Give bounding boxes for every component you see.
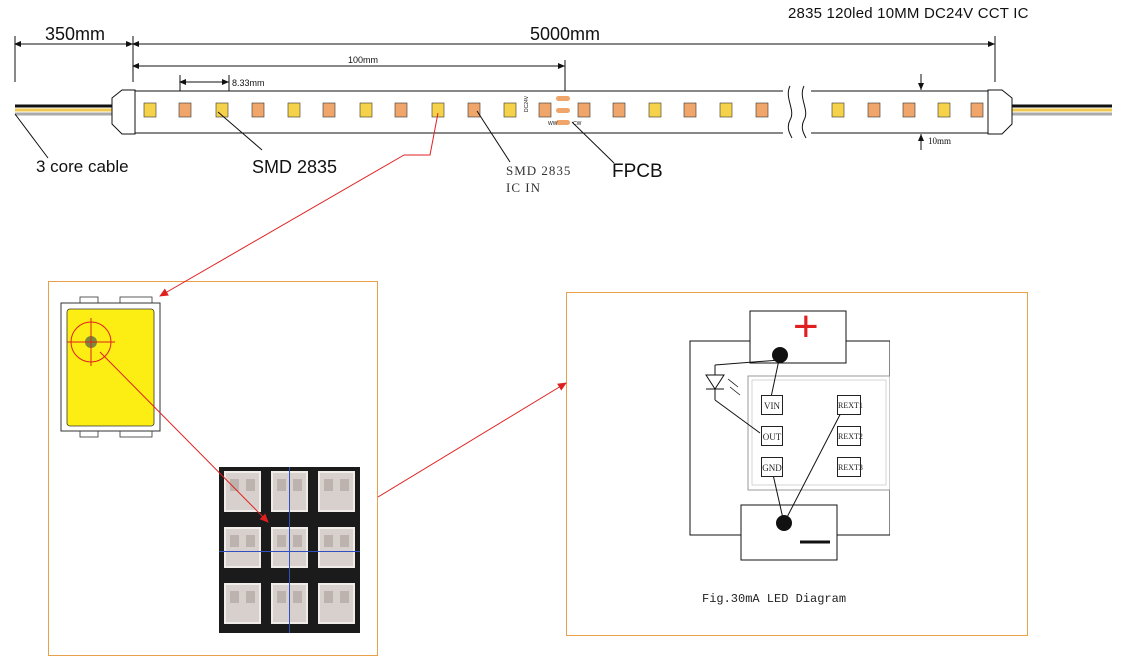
lead-length-label: 350mm: [45, 24, 106, 44]
solder-pads: [556, 96, 570, 125]
right-cable: [1010, 104, 1112, 116]
width-label: 10mm: [928, 136, 952, 146]
pin-gnd: GND: [761, 457, 783, 477]
smd-ic-leader: [476, 110, 511, 163]
cable-leader: [14, 113, 49, 159]
arrow-to-package: [159, 154, 405, 297]
pin-out: OUT: [761, 426, 783, 446]
plus-symbol: +: [793, 302, 819, 351]
smd-2835-package: [60, 296, 161, 438]
smd-ic-label-1: SMD 2835: [506, 163, 572, 178]
strip-length-label: 5000mm: [530, 24, 601, 44]
fpcb-label: FPCB: [612, 161, 663, 182]
cable-label: 3 core cable: [36, 157, 129, 176]
arrow-to-circuit: [377, 382, 567, 498]
arrow-to-photo: [99, 351, 269, 523]
left-cable: [15, 104, 112, 116]
smd-ic-label-2: IC IN: [506, 180, 541, 195]
smd-leader: [217, 111, 263, 151]
fpcb-leader: [571, 121, 615, 164]
smd-label: SMD 2835: [252, 157, 338, 177]
pad-cw-label: CW: [573, 121, 582, 127]
segment-length-label: 100mm: [348, 55, 379, 65]
spec-header: 2835 120led 10MM DC24V CCT IC: [788, 5, 1029, 22]
chip-microscope-photo: [219, 467, 360, 633]
pitch-label: 8.33mm: [232, 78, 265, 88]
pin-rext1: REXT1: [837, 395, 863, 415]
diagram-caption: Fig.30mA LED Diagram: [702, 592, 847, 606]
pin-vin: VIN: [761, 395, 783, 415]
pad-ww-label: WW: [548, 121, 558, 127]
pin-rext2: REXT2: [837, 426, 863, 446]
led-strip-drawing: [14, 36, 1112, 164]
led-row: [143, 102, 984, 118]
pin-rext3: REXT3: [837, 457, 863, 477]
